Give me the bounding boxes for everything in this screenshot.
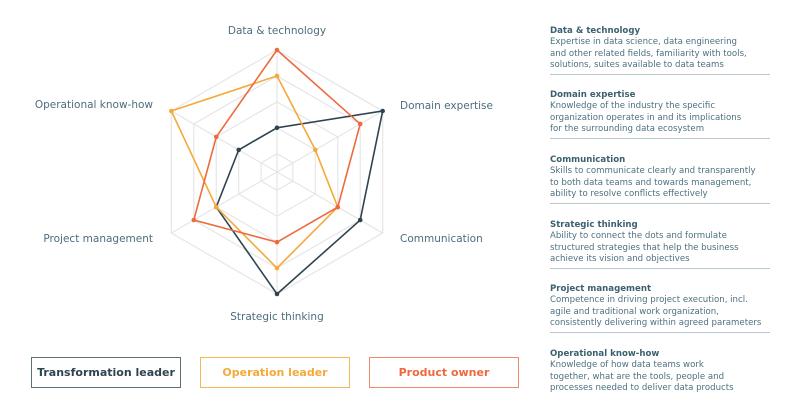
divider (550, 74, 770, 75)
description-line: solutions, suites available to data team… (550, 59, 724, 70)
data-point (274, 265, 280, 271)
data-point (357, 121, 363, 127)
description-line: structured strategies that help the busi… (550, 242, 739, 253)
description-title: Project management (550, 284, 652, 294)
data-point (380, 108, 385, 114)
axis-label: Operational know-how (35, 99, 154, 111)
legend-transformation-leader[interactable]: Transformation leader (31, 357, 181, 388)
axis-label: Communication (400, 233, 483, 245)
legend-operation-leader[interactable]: Operation leader (200, 357, 350, 388)
grid-spoke (276, 171, 383, 234)
description-line: Ability to connect the dots and formulat… (550, 231, 727, 242)
data-point (357, 217, 363, 223)
grid-spoke (276, 110, 383, 173)
description-line: achieve its vision and objectives (550, 253, 690, 264)
description-line: together, what are the tools, people and (550, 371, 725, 382)
data-point (169, 108, 174, 114)
description-title: Strategic thinking (550, 220, 638, 230)
axis-label: Domain expertise (400, 100, 493, 112)
description-line: organization operates in and its implica… (550, 112, 742, 123)
description-title: Operational know-how (550, 349, 660, 359)
data-point (274, 47, 280, 53)
description-line: Expertise in data science, data engineer… (550, 37, 738, 48)
data-point (213, 134, 219, 140)
description-title: Domain expertise (550, 90, 636, 100)
divider (550, 268, 770, 269)
axis-label: Project management (43, 233, 153, 245)
description-line: Knowledge of the industry the specific (550, 101, 716, 112)
data-point (213, 204, 219, 210)
data-point (274, 125, 280, 131)
data-point (236, 147, 242, 153)
data-point (274, 73, 280, 79)
description-line: Competence in driving project execution,… (550, 295, 748, 306)
divider (550, 138, 770, 139)
divider (550, 203, 770, 204)
description-line: Knowledge of how data teams work (550, 360, 704, 371)
description-title: Communication (550, 155, 626, 165)
legend-product-owner[interactable]: Product owner (369, 357, 519, 388)
data-point (313, 147, 318, 153)
axis-label: Strategic thinking (230, 311, 323, 323)
description-line: consistently delivering within agreed pa… (550, 317, 762, 328)
description-line: and other related fields, familiarity wi… (550, 48, 747, 59)
description-line: ability to resolve conflicts effectively (550, 188, 708, 199)
data-point (274, 291, 280, 297)
description-line: to both data teams and towards managemen… (550, 177, 752, 188)
axis-label: Data & technology (228, 25, 326, 37)
description-line: processes needed to deliver data product… (550, 382, 734, 393)
data-point (274, 239, 280, 245)
grid-spoke (171, 171, 278, 234)
description-title: Data & technology (550, 26, 641, 36)
divider (550, 332, 770, 333)
data-point (335, 204, 341, 210)
description-line: agile and traditional work organization, (550, 306, 719, 317)
series-line-1 (170, 74, 339, 270)
grid-spoke (171, 110, 278, 173)
series-line-0 (215, 110, 384, 296)
data-point (191, 217, 197, 223)
description-line: Skills to communicate clearly and transp… (550, 166, 756, 177)
description-line: for the surrounding data ecosystem (550, 123, 705, 134)
